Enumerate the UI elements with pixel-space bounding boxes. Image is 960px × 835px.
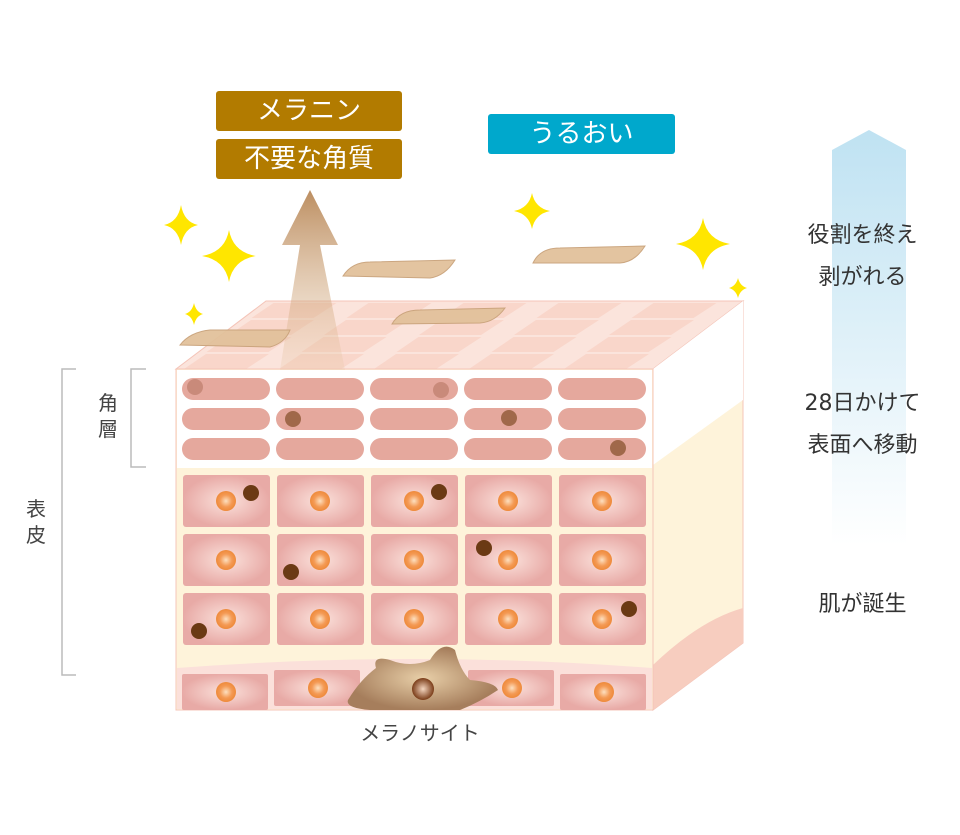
cell-nucleus xyxy=(310,550,330,570)
surface-cell xyxy=(469,354,554,369)
melanin-granule xyxy=(621,601,637,617)
epidermis-label: 表皮 xyxy=(26,497,46,547)
cell-nucleus xyxy=(498,491,518,511)
stratum-corneum-bracket xyxy=(130,368,146,468)
surface-cell xyxy=(324,320,409,335)
cell-nucleus xyxy=(404,491,424,511)
surface-cell xyxy=(514,320,599,335)
surface-cell xyxy=(609,320,694,335)
cell-nucleus xyxy=(502,678,522,698)
label-line: 28日かけて xyxy=(804,391,921,416)
cell-nucleus xyxy=(498,550,518,570)
horny-cell xyxy=(182,438,270,460)
cell-nucleus xyxy=(594,682,614,702)
stratum-corneum-label: 角層 xyxy=(98,391,118,441)
cell-nucleus xyxy=(592,609,612,629)
melanin-granule xyxy=(501,410,517,426)
horny-cell xyxy=(558,378,646,400)
horny-cell xyxy=(464,438,552,460)
cell-nucleus xyxy=(308,678,328,698)
cell-nucleus xyxy=(310,491,330,511)
melanin-granule xyxy=(476,540,492,556)
upward-arrow xyxy=(832,130,906,545)
sparkle-icon xyxy=(514,193,550,229)
melanin-up-arrow xyxy=(280,190,345,370)
horny-cell xyxy=(558,408,646,430)
melanin-granule xyxy=(243,485,259,501)
epidermis-bracket xyxy=(61,368,76,676)
horny-cell xyxy=(276,378,364,400)
melanin-granule xyxy=(431,484,447,500)
label-line: 役割を終え xyxy=(807,223,918,248)
sparkles xyxy=(164,193,747,325)
sparkle-icon xyxy=(185,303,203,325)
melanin-granule xyxy=(610,440,626,456)
cell-nucleus xyxy=(404,609,424,629)
cell-nucleus xyxy=(592,550,612,570)
flake xyxy=(342,259,456,279)
sparkle-icon xyxy=(676,218,730,270)
cell-nucleus xyxy=(592,491,612,511)
label-move: 28日かけて 表面へ移動 xyxy=(780,383,945,467)
horny-cell xyxy=(370,438,458,460)
dead-cells-tag: 不要な角質 xyxy=(216,139,402,179)
surface-cell xyxy=(184,354,269,369)
melanin-tag: メラニン xyxy=(216,91,402,131)
melanocyte-nucleus xyxy=(412,678,434,700)
surface-cell xyxy=(564,354,649,369)
melanin-granule xyxy=(433,382,449,398)
surface-cell xyxy=(631,303,717,318)
flake xyxy=(532,245,646,264)
sparkle-icon xyxy=(164,205,198,245)
melanin-granule xyxy=(191,623,207,639)
surface-cell xyxy=(586,337,672,352)
label-line: 表面へ移動 xyxy=(807,432,918,458)
side-face-basal xyxy=(653,608,743,710)
label-line: 剥がれる xyxy=(818,264,907,290)
flakes xyxy=(179,245,646,348)
horny-cell xyxy=(370,408,458,430)
melanin-granule xyxy=(283,564,299,580)
label-born: 肌が誕生 xyxy=(818,592,907,617)
horny-cell xyxy=(276,438,364,460)
surface-cell xyxy=(374,354,459,369)
surface-cell xyxy=(396,337,482,352)
side-face-upper xyxy=(653,301,743,465)
melanin-granule xyxy=(285,411,301,427)
cell-nucleus xyxy=(216,491,236,511)
moisture-tag: うるおい xyxy=(488,114,675,154)
label-shed: 役割を終え 剥がれる xyxy=(780,215,945,299)
horny-cell xyxy=(464,378,552,400)
melanocyte-label: メラノサイト xyxy=(360,721,480,745)
sparkle-icon xyxy=(729,278,747,298)
surface-cell xyxy=(536,303,622,318)
melanin-granule xyxy=(187,379,203,395)
cell-nucleus xyxy=(498,609,518,629)
horny-cell xyxy=(182,408,270,430)
flake xyxy=(391,307,506,325)
sparkle-icon xyxy=(202,230,256,282)
flake xyxy=(179,329,291,348)
cell-nucleus xyxy=(404,550,424,570)
cell-nucleus xyxy=(216,609,236,629)
horny-cell xyxy=(182,378,270,400)
cell-nucleus xyxy=(216,682,236,702)
cell-nucleus xyxy=(310,609,330,629)
brackets xyxy=(61,368,146,676)
horny-cell xyxy=(558,438,646,460)
cell-nucleus xyxy=(216,550,236,570)
surface-cell xyxy=(491,337,577,352)
